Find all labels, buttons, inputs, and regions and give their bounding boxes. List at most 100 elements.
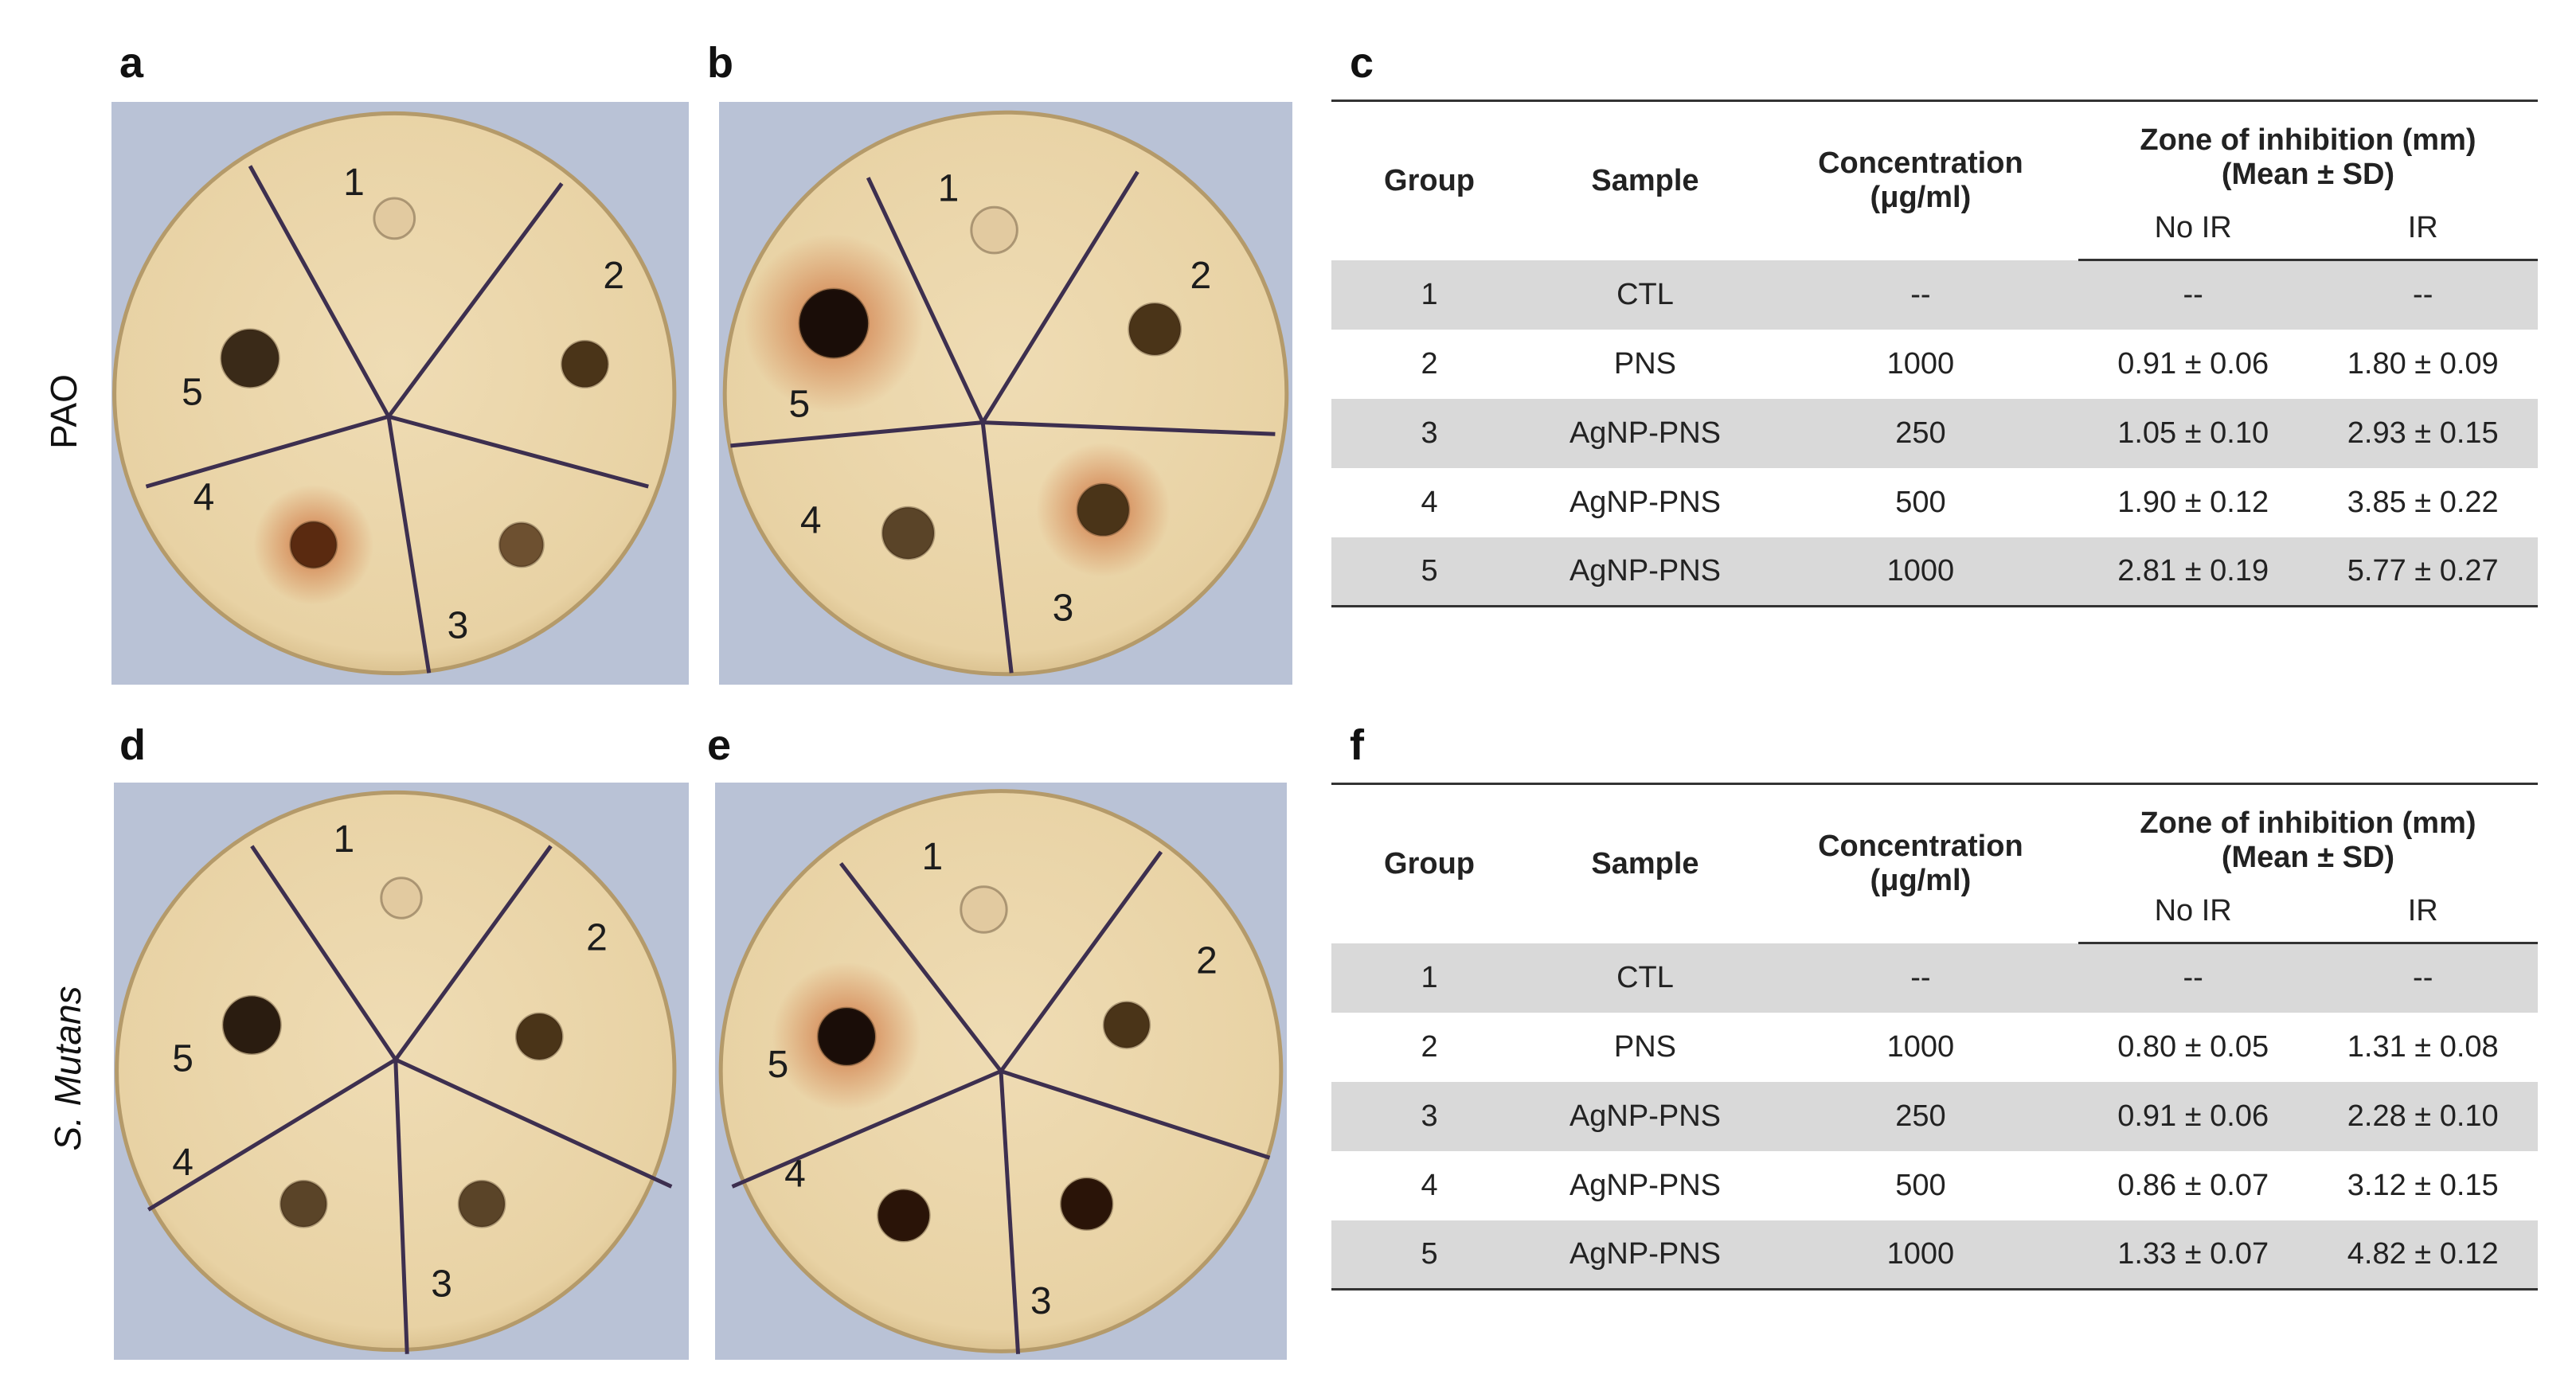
cell-sample: PNS: [1613, 346, 1677, 381]
sector-number: 3: [448, 604, 469, 646]
cell-sample: CTL: [1527, 943, 1763, 1013]
sector-number: 4: [172, 1142, 193, 1184]
cell-ir: --: [2308, 260, 2538, 330]
sector-divider-line: [250, 845, 397, 1061]
cell-no-ir: 2.81 ± 0.19: [2078, 537, 2308, 607]
sector-divider-line: [838, 861, 1003, 1073]
cell-sample: AgNP-PNS: [1569, 1168, 1721, 1202]
sample-disc: [561, 339, 609, 389]
header-concentration-unit: (μg/ml): [1870, 181, 1972, 215]
cell-no-ir: 1.90 ± 0.12: [2117, 485, 2269, 519]
cell-sample: PNS: [1613, 1029, 1677, 1064]
sector-number: 2: [603, 255, 624, 297]
results-table-c: Group Sample Concentration (μg/ml) Zone …: [1331, 100, 2538, 607]
cell-concentration: 1000: [1762, 537, 2078, 607]
sector-number: 2: [1190, 255, 1211, 297]
cell-concentration: 250: [1762, 1081, 2078, 1151]
cell-sample: AgNP-PNS: [1569, 485, 1721, 519]
sector-divider-line: [983, 420, 1276, 436]
header-zone-stat: (Mean ± SD): [2221, 157, 2395, 191]
sample-disc: [373, 197, 416, 240]
plate-photo-d: 1 2 3 4 5: [114, 783, 689, 1360]
panel-label-f: f: [1350, 721, 1364, 769]
sector-divider-line: [393, 845, 553, 1061]
cell-ir: 2.28 ± 0.10: [2308, 1081, 2538, 1151]
panel-label-a: a: [119, 39, 144, 87]
sector-number: 2: [586, 916, 608, 959]
cell-sample: AgNP-PNS: [1527, 1220, 1763, 1291]
cell-group: 1: [1331, 260, 1528, 330]
sector-number: 1: [333, 818, 354, 861]
sector-divider-line: [999, 850, 1163, 1072]
sample-disc: [960, 885, 1008, 934]
header-concentration: Concentration (μg/ml): [1762, 783, 2078, 943]
sample-disc: [514, 1012, 564, 1061]
sector-divider-line: [248, 165, 391, 418]
header-zone-label: Zone of inhibition (mm): [2140, 806, 2476, 840]
sector-number: 1: [343, 162, 365, 204]
results-table-f: Group Sample Concentration (μg/ml) Zone …: [1331, 783, 2538, 1291]
sector-number: 3: [1053, 587, 1074, 629]
cell-ir: 5.77 ± 0.27: [2308, 537, 2538, 607]
sector-number: 5: [182, 372, 203, 414]
cell-concentration: 1000: [1886, 346, 1955, 381]
sector-divider-line: [999, 1071, 1021, 1354]
sector-number: 5: [172, 1038, 193, 1080]
cell-group: 5: [1331, 1220, 1528, 1291]
sector-divider-line: [147, 1057, 397, 1212]
cell-group: 5: [1331, 537, 1528, 607]
sample-disc: [279, 1179, 328, 1228]
sector-number: 1: [921, 836, 943, 878]
sample-disc: [816, 1006, 877, 1067]
cell-no-ir: 0.80 ± 0.05: [2117, 1029, 2269, 1064]
header-zone-stat: (Mean ± SD): [2221, 840, 2395, 874]
sample-disc: [498, 521, 545, 568]
panel-label-b: b: [707, 39, 733, 87]
sample-disc: [221, 994, 282, 1056]
petri-dish-d: 1 2 3 4 5: [114, 783, 689, 1360]
sample-disc: [798, 287, 870, 359]
row-label-s-mutans: S. Mutans: [47, 986, 88, 1151]
sector-divider-line: [145, 414, 389, 489]
row-label-pao: PAO: [43, 374, 84, 449]
sector-number: 2: [1196, 939, 1218, 982]
cell-concentration: 500: [1895, 1168, 1946, 1202]
sector-number: 3: [431, 1263, 452, 1305]
cell-concentration: 1000: [1886, 1029, 1955, 1064]
cell-concentration: --: [1762, 260, 2078, 330]
sample-disc: [1076, 482, 1131, 537]
cell-ir: 3.85 ± 0.22: [2347, 485, 2499, 519]
cell-no-ir: --: [2078, 943, 2308, 1013]
sector-number: 5: [788, 383, 810, 425]
sector-divider-line: [386, 182, 564, 418]
sample-disc: [877, 1188, 931, 1243]
cell-ir: 1.80 ± 0.09: [2347, 346, 2499, 381]
cell-concentration: 1000: [1762, 1220, 2078, 1291]
cell-sample: AgNP-PNS: [1527, 537, 1763, 607]
cell-group: 2: [1421, 346, 1438, 381]
sector-number: 4: [193, 476, 215, 518]
panel-label-d: d: [119, 721, 146, 769]
header-sample: Sample: [1527, 783, 1763, 943]
cell-no-ir: 0.91 ± 0.06: [2078, 1081, 2308, 1151]
cell-concentration: 250: [1762, 398, 2078, 468]
cell-group: 3: [1331, 1081, 1528, 1151]
sample-disc: [457, 1179, 506, 1228]
sector-divider-line: [731, 1069, 1002, 1189]
sector-number: 1: [938, 167, 960, 209]
sector-divider-line: [866, 177, 985, 424]
header-group: Group: [1331, 100, 1528, 260]
header-no-ir: No IR: [2078, 881, 2308, 944]
header-concentration: Concentration (μg/ml): [1762, 100, 2078, 260]
cell-sample: AgNP-PNS: [1527, 398, 1763, 468]
cell-concentration: 500: [1895, 485, 1946, 519]
cell-no-ir: --: [2078, 260, 2308, 330]
